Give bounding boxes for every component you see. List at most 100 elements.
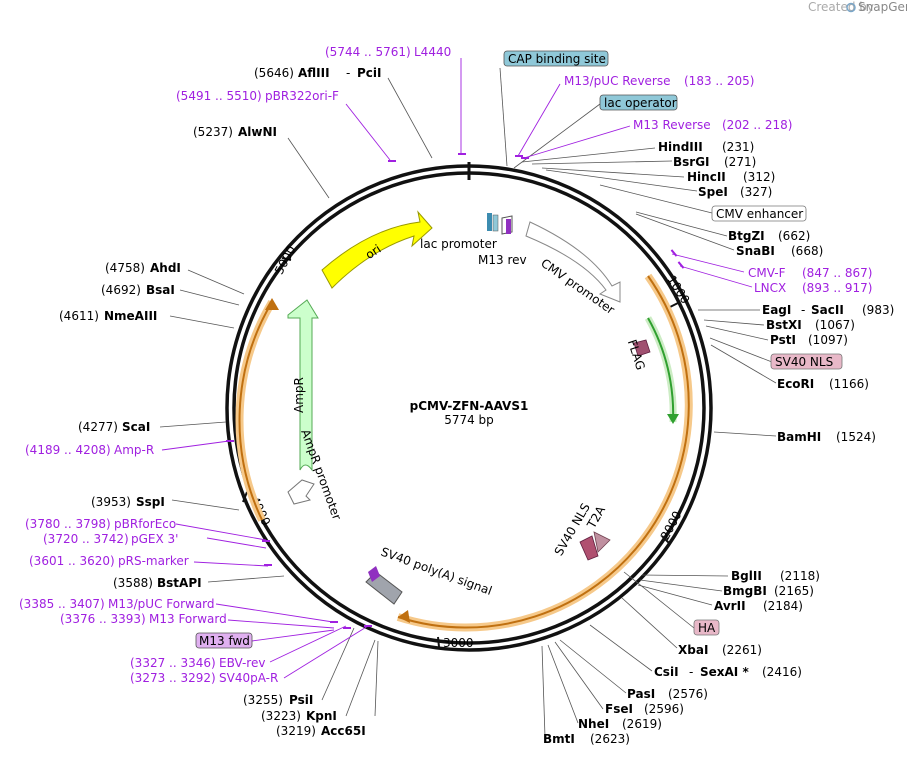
site-nhei-name: NheI xyxy=(578,717,609,731)
ha-box-label: HA xyxy=(698,621,716,635)
leader-bstapi xyxy=(207,575,285,583)
snapgene-logo-icon xyxy=(846,2,856,13)
tick-3000-mark xyxy=(437,636,440,648)
cds-inner-halo xyxy=(644,316,677,423)
leader-acc65i xyxy=(374,640,379,717)
sv40-polya-primer-mark xyxy=(368,566,380,582)
sv40-nls-box xyxy=(770,353,843,370)
plasmid-size: 5774 bp xyxy=(444,413,494,427)
leader-fsei xyxy=(554,641,604,710)
leader-csii xyxy=(589,624,653,672)
leader-ampr-primer xyxy=(161,440,230,451)
m13-fwd-box-label: M13 fwd xyxy=(199,634,250,648)
leader-avrii xyxy=(637,584,713,606)
credit-brand: SnapGene xyxy=(858,0,907,14)
primer-mark-ampr xyxy=(226,440,234,442)
site-sexai-name: SexAI * xyxy=(700,665,749,679)
primer-mark-m13-rev xyxy=(521,157,529,159)
leader-spei xyxy=(545,169,698,192)
leader-bmti xyxy=(541,645,546,738)
ha-box xyxy=(693,619,720,636)
lac-operator-box xyxy=(599,94,678,111)
primer-mark-m13puc-fwd xyxy=(330,621,338,623)
primer-m13-fwd-name: M13 Forward xyxy=(149,612,227,626)
leader-bsai xyxy=(179,289,240,306)
primer-l4440-range: (5744 .. 5761) xyxy=(325,45,411,59)
primer-ampr-name: Amp-R xyxy=(114,443,154,457)
tick-4000-mark xyxy=(242,491,248,503)
leader-sspi xyxy=(171,499,240,511)
site-bglii-name: BglII xyxy=(731,569,762,583)
cds-amp-arrowhead xyxy=(265,298,279,310)
leader-xbai xyxy=(621,597,678,649)
site-afliii-sep: - xyxy=(346,66,350,80)
site-snabi-name: SnaBI xyxy=(736,244,775,258)
site-bmti-name: BmtI xyxy=(543,732,575,746)
primer-m13puc-fwd-name: M13/pUC Forward xyxy=(108,597,215,611)
site-bamhi-pos: (1524) xyxy=(836,430,876,444)
plasmid-name: pCMV-ZFN-AAVS1 xyxy=(410,399,529,413)
primer-ampr-range: (4189 .. 4208) xyxy=(25,443,111,457)
site-psii-pos: (3255) xyxy=(243,693,283,707)
leader-pgex3 xyxy=(206,537,267,549)
site-bstapi-pos: (3588) xyxy=(113,576,153,590)
leader-snabi xyxy=(635,213,735,251)
leader-m13puc-rev xyxy=(517,83,561,157)
site-ecori-name: EcoRI xyxy=(777,377,814,391)
site-pasi-name: PasI xyxy=(627,687,655,701)
ampr-label: AmpR xyxy=(292,377,306,413)
primer-pgex3-range: (3720 .. 3742) xyxy=(43,532,129,546)
primer-cmvf-range: (847 .. 867) xyxy=(802,266,872,280)
tick-label-1000: 1000 xyxy=(664,273,692,306)
leader-prs xyxy=(193,561,269,567)
m13-rev-mark xyxy=(506,219,511,234)
site-bsai-pos: (4692) xyxy=(101,283,141,297)
primer-mark-sv40pa xyxy=(364,625,372,627)
site-bmti-pos: (2623) xyxy=(590,732,630,746)
site-hincii-pos: (312) xyxy=(743,170,775,184)
primer-mark-cmvf xyxy=(670,249,678,257)
cmv-enhancer-box xyxy=(711,205,807,222)
cap-binding-label: CAP binding site xyxy=(508,52,606,66)
leader-ecori xyxy=(710,344,777,384)
sv40-polya-feature xyxy=(365,571,403,605)
leader-sv40pa xyxy=(283,625,369,679)
site-alwni-name: AlwNI xyxy=(238,125,277,139)
ori-feature xyxy=(321,210,433,289)
site-nmeaiii-name: NmeAIII xyxy=(104,309,157,323)
site-fsei-name: FseI xyxy=(605,702,633,716)
primer-mark-lncx xyxy=(677,261,685,269)
site-bstapi-name: BstAPI xyxy=(157,576,202,590)
site-afliii-name: AflIII xyxy=(298,66,330,80)
lac-operator-mark xyxy=(487,213,492,231)
cds-main-arc xyxy=(397,275,690,629)
site-ahdi-name: AhdI xyxy=(150,261,181,275)
site-eagi-pos: (983) xyxy=(862,303,894,317)
site-fsei-pos: (2596) xyxy=(644,702,684,716)
primer-pbrforeco-name: pBRforEco xyxy=(114,517,176,531)
ampr-promoter-feature xyxy=(287,479,315,505)
site-ahdi-pos: (4758) xyxy=(105,261,145,275)
site-bsrgi-pos: (271) xyxy=(724,155,756,169)
site-bamhi-name: BamHI xyxy=(777,430,821,444)
site-bsrgi-name: BsrGI xyxy=(673,155,710,169)
leader-scai xyxy=(159,421,227,428)
cmv-promoter-feature xyxy=(525,221,621,303)
site-acc65i-name: Acc65I xyxy=(321,724,366,738)
primer-ebv-name: EBV-rev xyxy=(219,656,265,670)
primer-mark-pbrforeco xyxy=(262,540,270,542)
leader-hincii xyxy=(541,167,685,178)
flag-feature xyxy=(633,339,651,357)
site-btgzi-name: BtgZI xyxy=(728,229,765,243)
primer-m13puc-rev-range: (183 .. 205) xyxy=(684,74,754,88)
site-psti-pos: (1097) xyxy=(808,333,848,347)
site-xbai-name: XbaI xyxy=(678,643,708,657)
leader-m13-fwd xyxy=(227,619,335,629)
site-kpni-pos: (3223) xyxy=(261,709,301,723)
primer-m13puc-fwd-range: (3385 .. 3407) xyxy=(19,597,105,611)
leader-cap xyxy=(499,67,508,167)
site-bsai-name: BsaI xyxy=(146,283,175,297)
primer-pbrforeco-range: (3780 .. 3798) xyxy=(25,517,111,531)
primer-mark-m13puc-rev xyxy=(515,155,523,157)
cds-amp-arc xyxy=(238,301,273,521)
